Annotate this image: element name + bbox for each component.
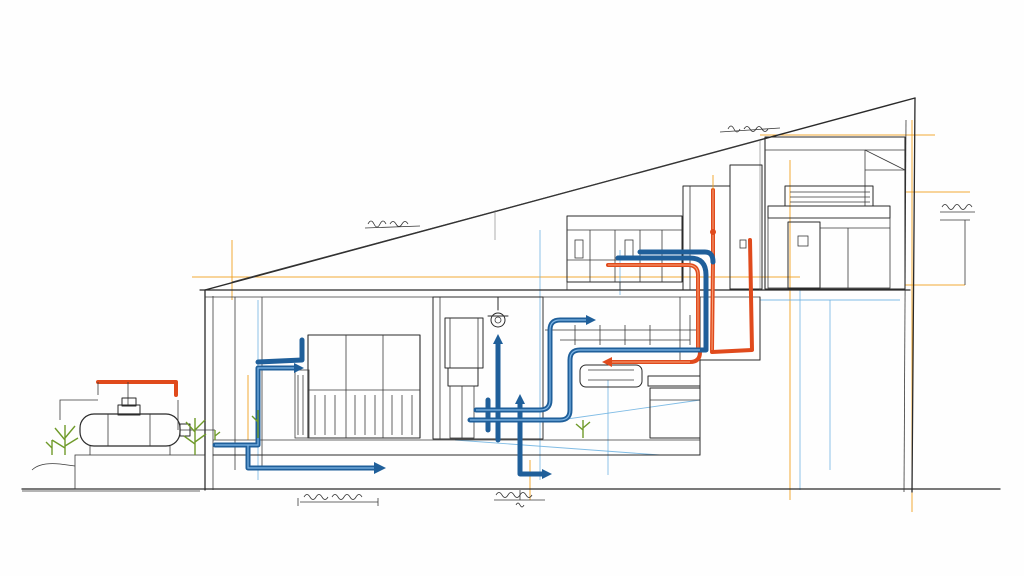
upper-floor-rooms bbox=[566, 136, 906, 291]
orange-guide-lines bbox=[192, 120, 970, 512]
arrow-up-icon bbox=[493, 334, 525, 404]
cold-water-pipes bbox=[212, 249, 716, 477]
roof-envelope bbox=[199, 97, 916, 493]
ceiling-fan-icon bbox=[487, 296, 509, 328]
blue-guide-lines bbox=[257, 230, 900, 490]
tank-icon bbox=[31, 380, 215, 490]
dimension-marks bbox=[297, 127, 975, 506]
lower-floor-interior bbox=[212, 296, 761, 470]
arrow-right-icon bbox=[294, 315, 596, 479]
handwritten-notes bbox=[303, 125, 973, 508]
plant-icon bbox=[45, 410, 591, 455]
